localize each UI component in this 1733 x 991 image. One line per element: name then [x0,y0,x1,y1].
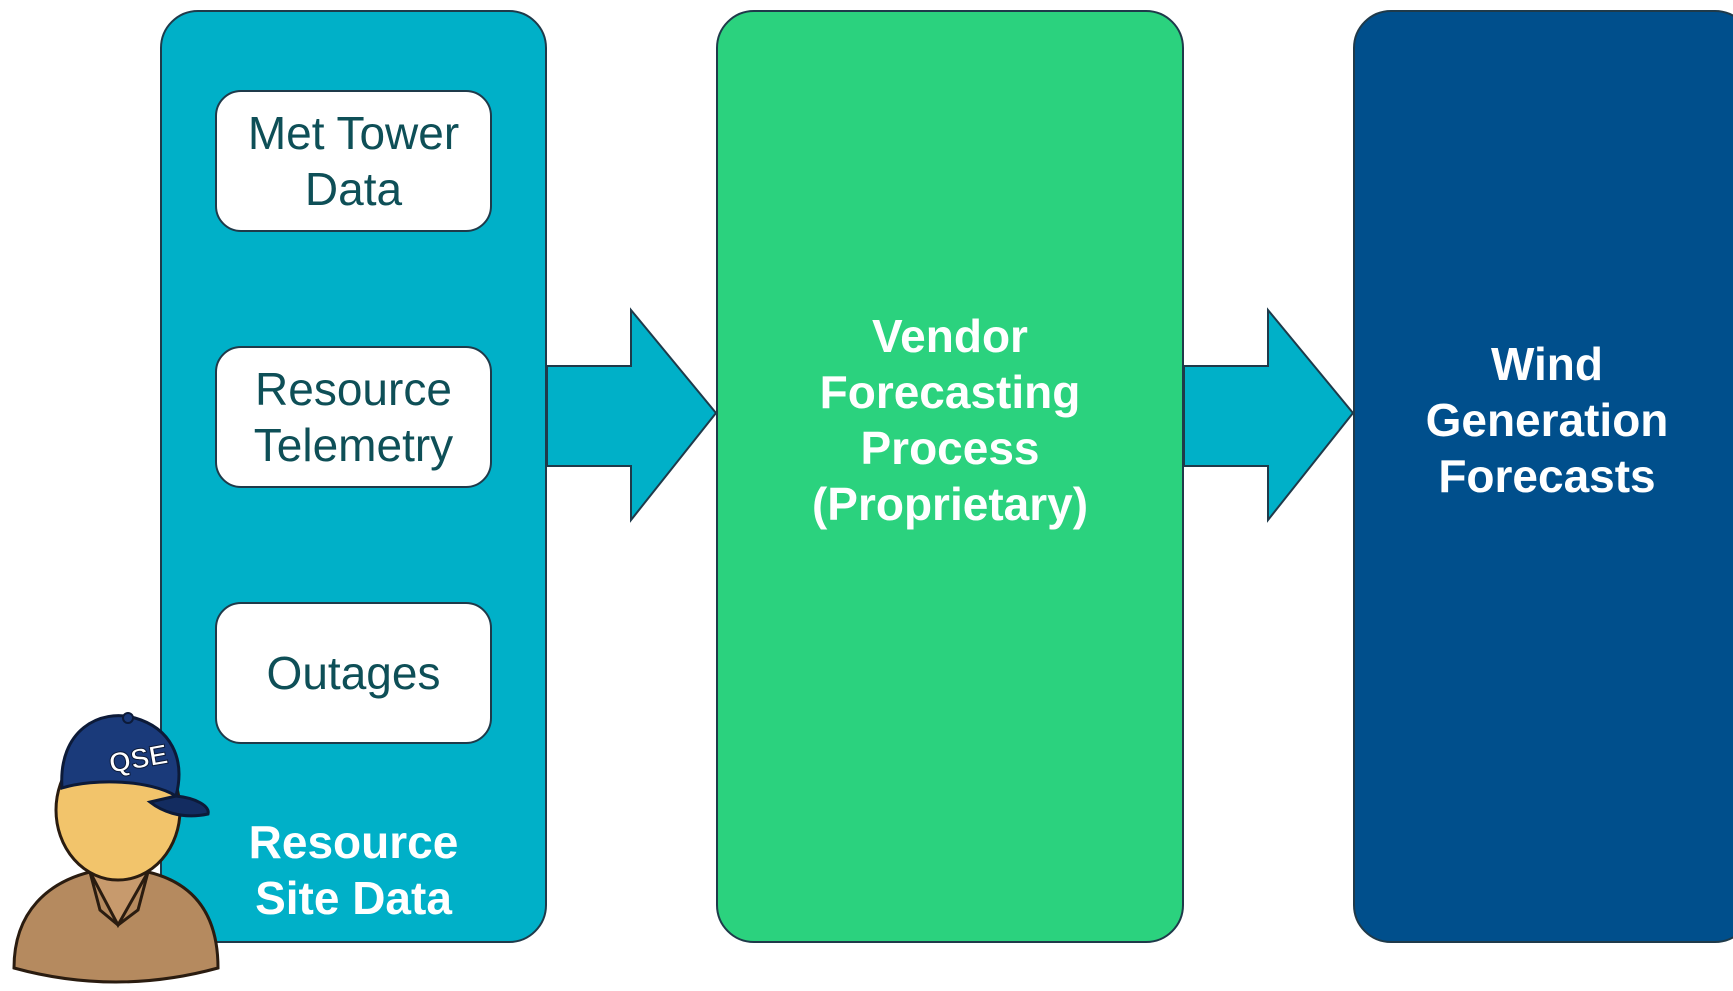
met-tower-line2: Data [304,163,403,215]
vendor-line4: (Proprietary) [811,478,1089,530]
wind-generation-forecasts-panel [1353,10,1733,943]
telemetry-line1: Resource [255,363,452,415]
forecast-line1: Wind [1490,338,1603,390]
arrow-site-to-vendor [546,307,718,523]
vendor-line2: Forecasting [819,366,1081,418]
met-tower-data-box: Met Tower Data [215,90,492,232]
vendor-line3: Process [860,422,1040,474]
vendor-forecasting-label: Vendor Forecasting Process (Proprietary) [716,300,1184,540]
vendor-forecasting-panel [716,10,1184,943]
met-tower-line1: Met Tower [247,107,460,159]
arrow-vendor-to-forecast [1183,307,1355,523]
resource-site-data-label: Resource Site Data [160,810,547,930]
wind-generation-forecasts-label: Wind Generation Forecasts [1353,330,1733,510]
vendor-line1: Vendor [872,310,1028,362]
site-label-line1: Resource [248,816,459,868]
site-label-line2: Site Data [255,872,452,924]
forecast-line2: Generation [1425,394,1669,446]
outages-box: Outages [215,602,492,744]
outages-label: Outages [266,647,441,699]
resource-telemetry-box: Resource Telemetry [215,346,492,488]
person-with-cap-icon: QSE [12,712,220,984]
forecast-line3: Forecasts [1438,450,1656,502]
qse-cap-text: QSE [107,738,171,779]
telemetry-line2: Telemetry [253,419,454,471]
